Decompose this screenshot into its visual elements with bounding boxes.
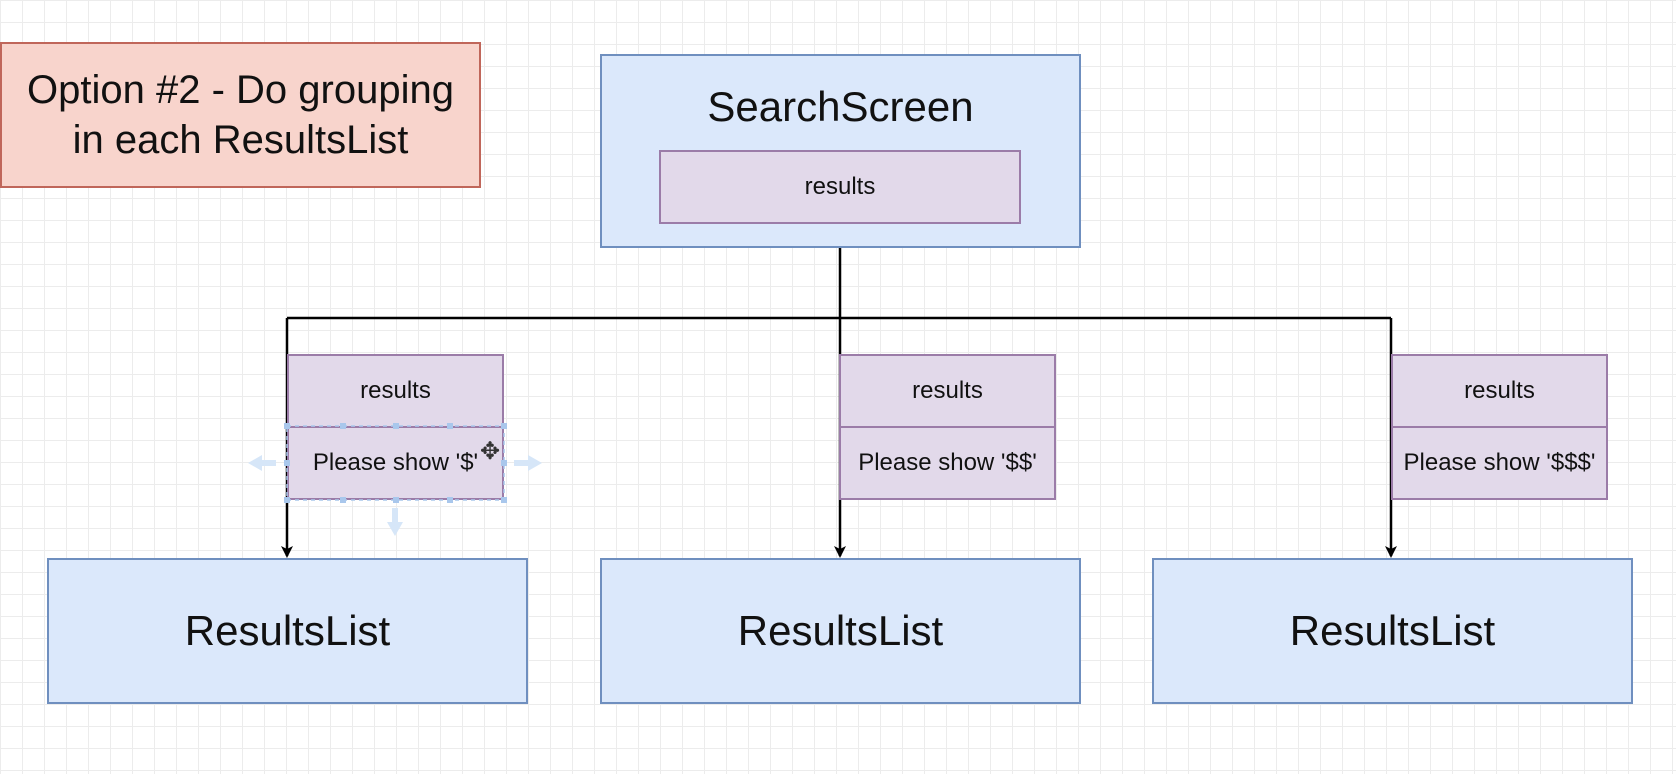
- child-1-results-prop[interactable]: results: [287, 354, 504, 428]
- resize-handle[interactable]: [501, 460, 507, 466]
- results-list-label-3: ResultsList: [1289, 607, 1496, 654]
- resize-handle[interactable]: [501, 497, 507, 503]
- resize-handle[interactable]: [393, 423, 399, 429]
- resize-handle[interactable]: [501, 423, 507, 429]
- resize-handle[interactable]: [393, 497, 399, 503]
- resize-handle[interactable]: [284, 497, 290, 503]
- arrow-down-icon[interactable]: [387, 508, 403, 536]
- results-list-label-1: ResultsList: [184, 607, 391, 654]
- child-3-show-label: Please show '$$$': [1403, 449, 1596, 476]
- search-screen-results-label: results: [804, 173, 876, 200]
- selection-outline: [286, 425, 505, 501]
- child-3-show-prop[interactable]: Please show '$$$': [1391, 426, 1608, 500]
- results-list-label-2: ResultsList: [737, 607, 944, 654]
- results-list-component-2[interactable]: ResultsList: [600, 558, 1081, 704]
- results-list-component-3[interactable]: ResultsList: [1152, 558, 1633, 704]
- search-screen-label: SearchScreen: [707, 83, 974, 130]
- arrow-left-icon[interactable]: [248, 455, 276, 471]
- diagram-title-box[interactable]: Option #2 - Do grouping in each ResultsL…: [0, 42, 481, 188]
- child-2-show-prop[interactable]: Please show '$$': [839, 426, 1056, 500]
- results-list-component-1[interactable]: ResultsList: [47, 558, 528, 704]
- diagram-title-text: Option #2 - Do grouping in each ResultsL…: [27, 68, 454, 162]
- resize-handle[interactable]: [340, 497, 346, 503]
- resize-handle[interactable]: [447, 497, 453, 503]
- resize-handle[interactable]: [340, 423, 346, 429]
- resize-handle[interactable]: [284, 460, 290, 466]
- child-2-show-label: Please show '$$': [858, 449, 1037, 476]
- child-3-results-label: results: [1464, 377, 1535, 404]
- resize-handle[interactable]: [447, 423, 453, 429]
- child-1-show-label: Please show '$': [312, 449, 479, 476]
- search-screen-results-prop[interactable]: results: [659, 150, 1021, 224]
- child-1-results-label: results: [360, 377, 431, 404]
- child-2-results-prop[interactable]: results: [839, 354, 1056, 428]
- arrow-right-icon[interactable]: [514, 455, 542, 471]
- move-cursor-icon: ✥: [480, 438, 501, 465]
- child-2-results-label: results: [912, 377, 983, 404]
- resize-handle[interactable]: [284, 423, 290, 429]
